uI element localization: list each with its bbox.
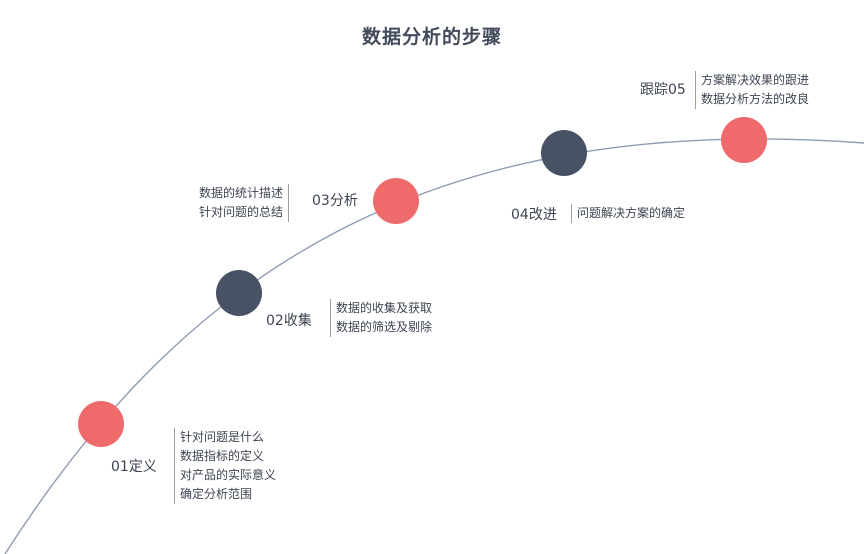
step-3-node: [373, 178, 419, 224]
step-1-desc-line: 对产品的实际意义: [180, 468, 277, 482]
step-1-node: [78, 401, 124, 447]
step-4-node: [541, 130, 587, 176]
page-title: 数据分析的步骤: [361, 26, 502, 48]
step-2-desc-line: 数据的筛选及剔除: [336, 320, 433, 334]
step-5-desc-line: 数据分析方法的改良: [701, 92, 810, 106]
step-5-description: 方案解决效果的跟进 数据分析方法的改良: [695, 71, 809, 109]
step-2-desc-line: 数据的收集及获取: [336, 301, 433, 315]
step-1-desc-line: 针对问题是什么: [180, 430, 265, 444]
step-2-label: 02收集: [266, 313, 312, 329]
step-5-desc-line: 方案解决效果的跟进: [701, 73, 810, 87]
step-2-description: 数据的收集及获取 数据的筛选及剔除: [330, 299, 432, 337]
step-4-desc-line: 问题解决方案的确定: [577, 206, 686, 220]
step-4-description: 问题解决方案的确定: [571, 204, 685, 223]
step-5-label: 跟踪05: [640, 82, 686, 98]
step-4-label: 04改进: [511, 207, 557, 223]
step-1-desc-line: 数据指标的定义: [180, 449, 265, 463]
step-3-desc-line: 针对问题的总结: [199, 205, 284, 219]
step-1-desc-line: 确定分析范围: [180, 487, 253, 501]
step-1-label: 01定义: [111, 459, 157, 475]
step-3-label: 03分析: [312, 193, 358, 209]
step-3-desc-line: 数据的统计描述: [199, 186, 284, 200]
step-3-description: 数据的统计描述 针对问题的总结: [199, 184, 290, 222]
step-5-node: [721, 117, 767, 163]
step-1-description: 针对问题是什么 数据指标的定义 对产品的实际意义 确定分析范围: [174, 428, 276, 504]
step-2-node: [216, 270, 262, 316]
